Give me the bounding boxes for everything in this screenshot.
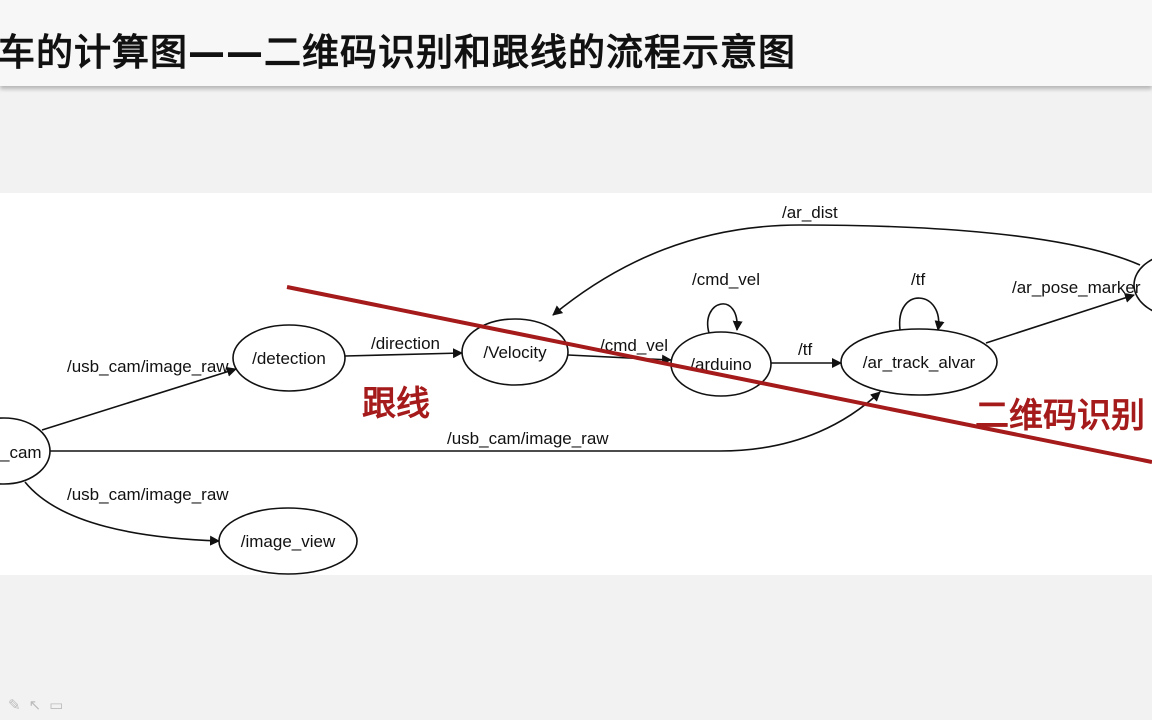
slide-header: 车的计算图——二维码识别和跟线的流程示意图 xyxy=(0,0,1152,86)
node-image-view-label: /image_view xyxy=(241,532,336,551)
edge-ar-dist xyxy=(552,224,1141,316)
edge-label: /usb_cam/image_raw xyxy=(447,429,609,448)
edge-detection-velocity xyxy=(344,348,463,359)
edge-cam-detection xyxy=(41,366,237,431)
edge-label: /ar_pose_marker xyxy=(1012,278,1141,297)
edge-label: /ar_dist xyxy=(782,203,838,222)
edge-label: /direction xyxy=(371,334,440,353)
edge-ar-track-self xyxy=(899,297,945,331)
edge-velocity-arduino xyxy=(567,354,672,365)
edge-label: /usb_cam/image_raw xyxy=(67,357,229,376)
edge-label: /cmd_vel xyxy=(692,270,760,289)
ros-computation-graph: _cam /detection /Velocity /arduino /ar_t… xyxy=(0,193,1152,575)
node-velocity xyxy=(461,318,569,386)
graph-svg: _cam /detection /Velocity /arduino /ar_t… xyxy=(0,203,1152,575)
edge-label: /tf xyxy=(798,340,812,359)
edge-label: /cmd_vel xyxy=(600,336,668,355)
slide-title: 车的计算图——二维码识别和跟线的流程示意图 xyxy=(0,31,796,74)
camera-icon[interactable]: ▭ xyxy=(49,696,64,714)
edge-label: /usb_cam/image_raw xyxy=(67,485,229,504)
node-image-view xyxy=(218,507,358,575)
pen-icon[interactable]: ✎ xyxy=(8,696,21,714)
edge-ar-track-marker xyxy=(985,293,1135,344)
node-usb-cam xyxy=(0,417,51,485)
pointer-icon[interactable]: ↖ xyxy=(28,696,42,714)
node-detection xyxy=(232,324,346,392)
edge-label: /tf xyxy=(911,270,925,289)
node-ar-track-alvar-label: /ar_track_alvar xyxy=(863,353,976,372)
node-usb-cam-label: _cam xyxy=(0,443,42,462)
presentation-toolbar: ✎ ↖ ▭ xyxy=(8,696,63,714)
annotation-qr-recognition: 二维码识别 xyxy=(975,396,1145,436)
node-velocity-label: /Velocity xyxy=(483,343,547,362)
node-ar-track-alvar xyxy=(840,328,998,396)
divider-annotation-line xyxy=(286,285,1152,464)
node-detection-label: /detection xyxy=(252,349,326,368)
node-marker-consumer xyxy=(1133,258,1152,312)
edge-arduino-self xyxy=(706,303,743,334)
node-arduino-label: /arduino xyxy=(690,355,751,374)
annotation-line-following: 跟线 xyxy=(362,384,430,424)
edge-cam-image-view xyxy=(24,481,220,546)
